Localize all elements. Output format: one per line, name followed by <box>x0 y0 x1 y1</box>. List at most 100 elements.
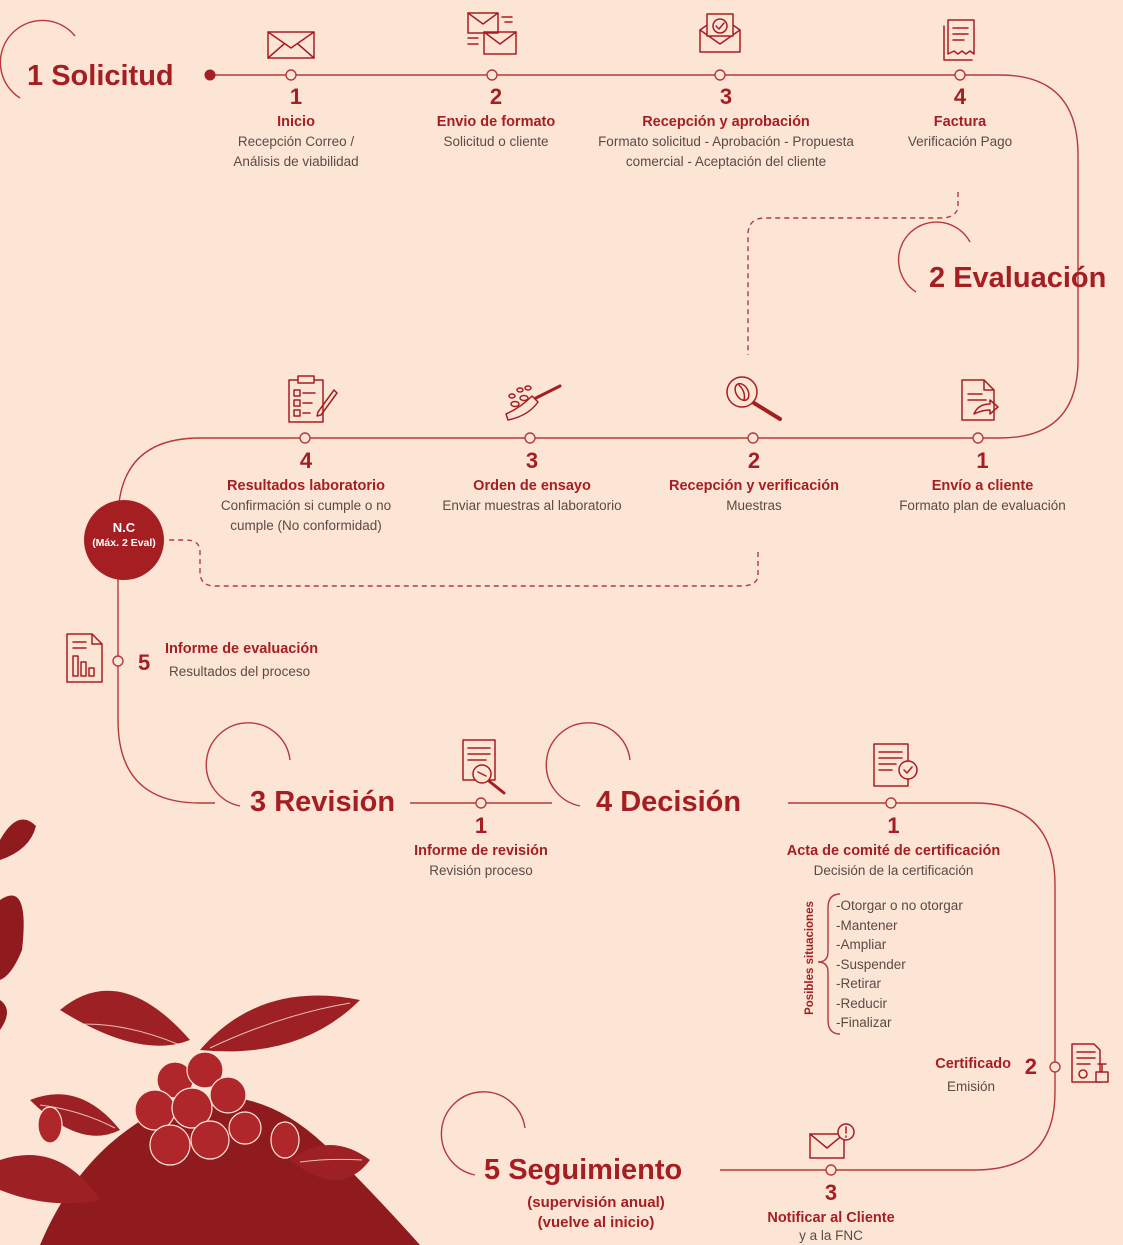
step-number: 1 <box>474 813 488 838</box>
coffee-scoop-icon <box>505 384 562 421</box>
step-title: Recepción y aprobación <box>642 114 810 130</box>
step-title: Orden de ensayo <box>473 478 591 494</box>
step-title: Inicio <box>277 114 315 130</box>
node-evaluacion-5 <box>112 655 124 667</box>
step-title: Envio de formato <box>436 114 556 130</box>
node-evaluacion-2 <box>747 432 759 444</box>
subtitle-line-2: (vuelve al inicio) <box>537 1214 655 1231</box>
step-desc: Muestras <box>726 498 782 513</box>
step-title: Certificado <box>935 1056 1011 1072</box>
phase-evaluacion-title: 2 Evaluación <box>929 264 1106 293</box>
approved-envelope-icon <box>699 13 741 53</box>
step-desc: Solicitud o cliente <box>443 134 549 149</box>
phase-number: 5 <box>484 1154 501 1186</box>
revision-step-1: 1 Informe de revisión Revisión proceso <box>391 813 571 881</box>
step-number: 2 <box>1024 1054 1037 1079</box>
phase-number: 4 <box>596 786 613 818</box>
step-number: 3 <box>525 448 539 473</box>
magnifier-bean-icon <box>726 376 782 421</box>
step-title: Informe de evaluación <box>165 641 319 657</box>
phase-revision-title: 3 Revisión <box>250 788 395 817</box>
document-review-icon <box>462 739 506 795</box>
phase-name: Revisión <box>274 786 396 818</box>
situation-item: -Ampliar <box>836 937 887 952</box>
node-evaluacion-4 <box>299 432 311 444</box>
phase-seguimiento-subtitle: (supervisión anual) (vuelve al inicio) <box>506 1193 686 1233</box>
solicitud-step-3: 3 Recepción y aprobación Formato solicit… <box>576 84 876 172</box>
situation-item: -Finalizar <box>836 1015 892 1030</box>
evaluacion-step-4: 4 Resultados laboratorio Confirmación si… <box>206 448 406 536</box>
step-desc: cumple (No conformidad) <box>230 518 382 533</box>
document-send-icon <box>961 379 999 421</box>
situation-item: -Suspender <box>836 956 906 972</box>
certificate-document-icon <box>873 743 918 787</box>
node-solicitud-1 <box>285 69 297 81</box>
envelopes-send-icon <box>467 12 517 55</box>
invoice-icon <box>943 19 975 61</box>
phase-number: 1 <box>27 60 44 92</box>
phase-name: Decisión <box>620 786 742 818</box>
step-title: Informe de revisión <box>414 843 548 859</box>
step-number: 4 <box>953 84 967 109</box>
step-number: 1 <box>289 84 303 109</box>
situation-item: -Reducir <box>836 995 888 1011</box>
step-desc: Formato solicitud - Aprobación - Propues… <box>598 134 854 149</box>
phase-name: Evaluación <box>953 262 1107 294</box>
step-desc: comercial - Aceptación del cliente <box>625 154 827 169</box>
step-desc: Análisis de viabilidad <box>233 154 359 169</box>
step-desc: y a la FNC <box>799 1228 863 1243</box>
step-number: 3 <box>719 84 733 109</box>
evaluacion-step-2: 2 Recepción y verificación Muestras <box>663 448 845 516</box>
node-evaluacion-1 <box>972 432 984 444</box>
report-chart-icon <box>66 633 103 683</box>
solicitud-step-4: 4 Factura Verificación Pago <box>880 84 1040 152</box>
envelope-alert-icon <box>809 1123 855 1159</box>
checklist-icon <box>288 375 338 423</box>
evaluacion-step-3: 3 Orden de ensayo Enviar muestras al lab… <box>432 448 632 516</box>
step-desc: Recepción Correo / <box>237 134 355 149</box>
nc-badge: N.C (Máx. 2 Eval) <box>84 500 164 580</box>
phase-name: Solicitud <box>51 60 174 92</box>
node-decision-3 <box>825 1164 837 1176</box>
situation-item: -Retirar <box>836 976 882 991</box>
decision-step-3: 3 Notificar al Cliente y a la FNC <box>751 1180 911 1244</box>
step-title: Acta de comité de certificación <box>786 843 1001 859</box>
solicitud-step-1: 1 Inicio Recepción Correo / Análisis de … <box>211 84 381 172</box>
node-revision-1 <box>475 797 487 809</box>
step-desc: Emisión <box>946 1079 995 1094</box>
step-desc: Enviar muestras al laboratorio <box>442 498 622 513</box>
phase-decision-title: 4 Decisión <box>596 788 741 817</box>
certificate-stamp-icon <box>1071 1043 1109 1083</box>
solicitud-step-2: 2 Envio de formato Solicitud o cliente <box>411 84 581 152</box>
nc-badge-subtitle: (Máx. 2 Eval) <box>92 537 156 549</box>
node-decision-2 <box>1049 1061 1061 1073</box>
step-number: 4 <box>299 448 313 473</box>
step-number: 2 <box>489 84 503 109</box>
step-number: 3 <box>824 1180 838 1205</box>
nc-badge-title: N.C <box>112 520 136 535</box>
phase-solicitud-title: 1 Solicitud <box>27 62 174 91</box>
situations-list: -Otorgar o no otorgar -Mantener -Ampliar… <box>836 896 963 1033</box>
evaluacion-step-1: 1 Envío a cliente Formato plan de evalua… <box>890 448 1075 516</box>
coffee-branch-illustration <box>0 819 420 1245</box>
step-title: Notificar al Cliente <box>767 1210 895 1226</box>
step-title: Resultados laboratorio <box>227 478 385 494</box>
decision-step-1: 1 Acta de comité de certificación Decisi… <box>771 813 1016 881</box>
node-solicitud-2 <box>486 69 498 81</box>
step-number: 1 <box>976 448 989 473</box>
step-desc: Revisión proceso <box>429 863 533 878</box>
step-desc: Resultados del proceso <box>169 664 311 679</box>
step-number: 2 <box>747 448 761 473</box>
situation-item: -Mantener <box>836 917 898 933</box>
situations-label: Posibles situaciones <box>804 901 816 1015</box>
step-title: Envío a cliente <box>931 478 1034 494</box>
envelope-icon <box>267 31 315 59</box>
node-solicitud-4 <box>954 69 966 81</box>
node-solicitud-3 <box>714 69 726 81</box>
node-evaluacion-3 <box>524 432 536 444</box>
step-desc: Verificación Pago <box>907 134 1013 149</box>
subtitle-line-1: (supervisión anual) <box>527 1194 665 1211</box>
phase-name: Seguimiento <box>508 1154 683 1186</box>
step-number: 1 <box>887 813 900 838</box>
